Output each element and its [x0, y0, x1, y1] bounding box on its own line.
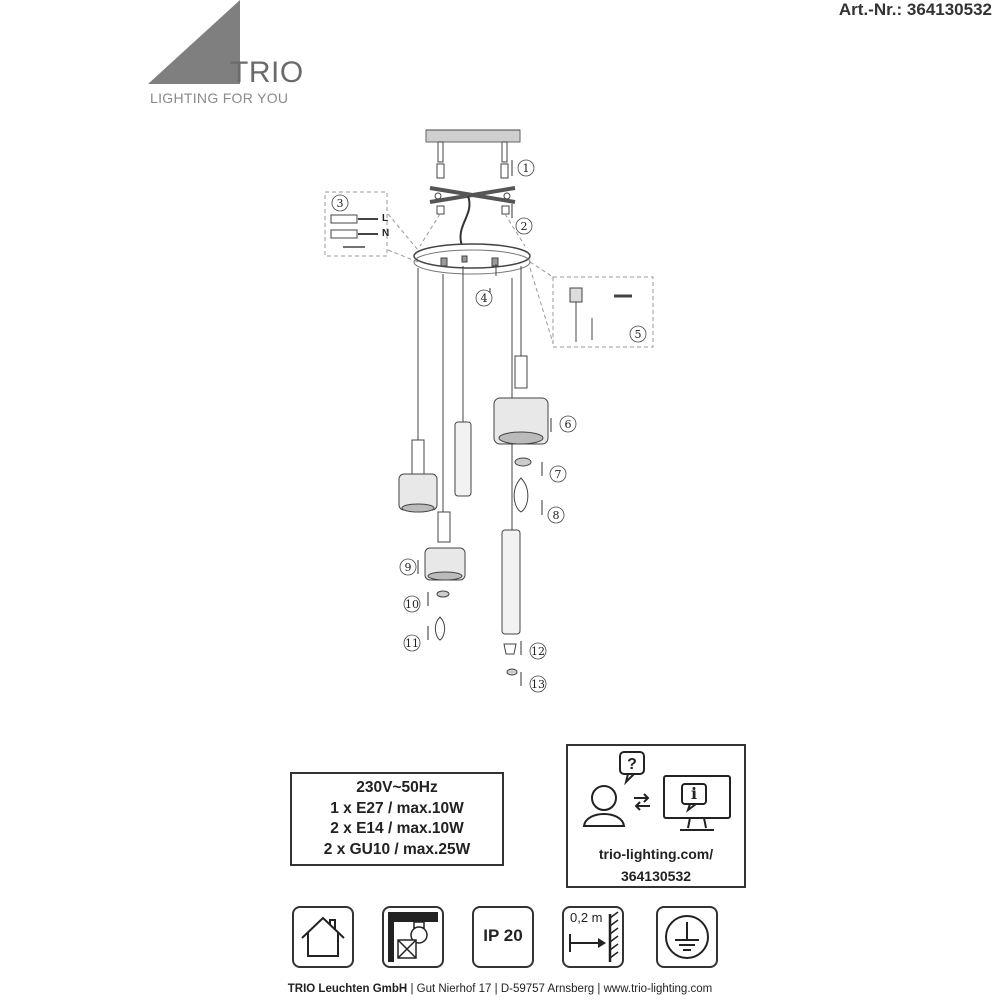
footer-separator: |	[494, 983, 498, 995]
step-label: 3	[337, 197, 344, 210]
spec-line: 2 x GU10 / max.25W	[323, 840, 471, 858]
spec-line: 1 x E27 / max.10W	[330, 799, 464, 817]
min-distance-symbol: 0,2 m	[562, 906, 624, 968]
distance-arrow-icon	[569, 911, 619, 962]
indoor-use-symbol	[292, 906, 354, 968]
support-article-number: 364130532	[620, 868, 692, 884]
company-footer: TRIO Leuchten GmbH | Gut Nierhof 17 | D-…	[0, 983, 1000, 995]
svg-text:i: i	[691, 784, 697, 803]
brand-tagline: LIGHTING FOR YOU	[150, 90, 289, 106]
canopy-disc	[413, 243, 531, 269]
svg-text:?: ?	[627, 756, 637, 773]
wire-live-label: L	[382, 213, 388, 224]
footer-street: Gut Nierhof 17	[416, 983, 492, 995]
footer-web-link[interactable]: www.trio-lighting.com	[603, 983, 713, 995]
step-label: 11	[405, 637, 419, 650]
assembly-drawing: 1 2 3 4 5 6 7 8 9 10 11 12 13 L N	[324, 129, 654, 693]
step-label: 2	[521, 220, 528, 233]
step-label: 6	[565, 418, 572, 431]
wire-neutral-label: N	[382, 228, 389, 239]
ip-rating-label: IP 20	[483, 926, 523, 945]
ground-icon	[665, 915, 709, 959]
spec-line: 230V~50Hz	[356, 779, 438, 796]
footer-separator: |	[597, 983, 601, 995]
step-label: 4	[481, 292, 488, 305]
specifications-box: 230V~50Hz 1 x E27 / max.10W 2 x E14 / ma…	[290, 772, 504, 866]
support-url[interactable]: trio-lighting.com/	[598, 846, 714, 862]
distance-label: 0,2 m	[570, 910, 603, 925]
no-covering-symbol	[382, 906, 444, 968]
house-icon	[301, 916, 345, 957]
step-label: 7	[555, 468, 562, 481]
ip-rating-symbol: IP 20	[472, 906, 534, 968]
step-label: 12	[531, 645, 545, 658]
spec-line: 2 x E14 / max.10W	[330, 820, 464, 837]
no-insulation-cover-icon	[388, 912, 438, 962]
article-number: Art.-Nr.: 364130532	[838, 0, 992, 19]
step-label: 9	[405, 561, 412, 574]
tube-short	[454, 421, 472, 497]
step-label: 10	[405, 598, 419, 611]
step-label: 8	[553, 509, 560, 522]
protective-earth-symbol	[656, 906, 718, 968]
ceiling-plate	[425, 129, 521, 143]
tube-long	[501, 529, 521, 635]
step-label: 13	[531, 678, 545, 691]
user-info-icon: ? i	[582, 751, 731, 831]
online-info-box: ? i trio-lighting.com/ 364130532	[566, 744, 746, 888]
footer-city: D-59757 Arnsberg	[500, 983, 595, 995]
step-label: 1	[523, 162, 530, 175]
step-label: 5	[635, 328, 642, 341]
trio-logo-icon	[148, 0, 240, 84]
brand-name: TRIO	[230, 56, 304, 89]
footer-separator: |	[410, 983, 414, 995]
footer-company: TRIO Leuchten GmbH	[287, 983, 408, 995]
